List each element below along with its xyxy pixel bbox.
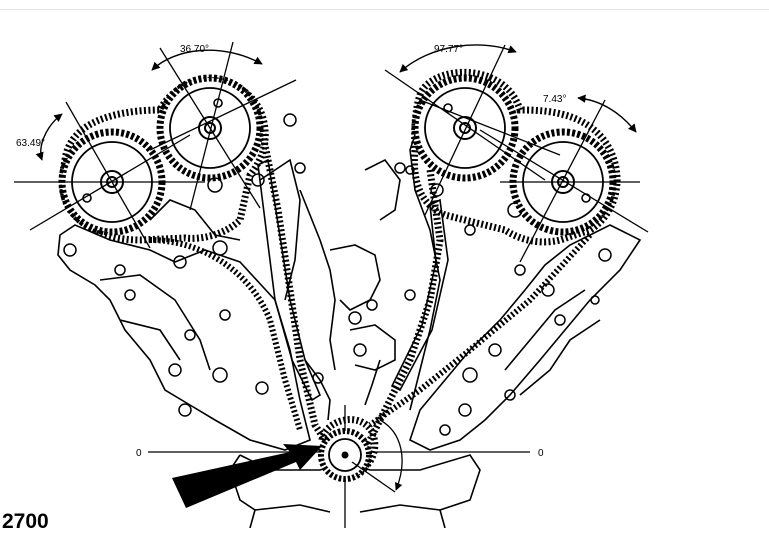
crank-zero-label-left: 0 <box>136 448 142 459</box>
figure-number: 2700 <box>2 510 49 528</box>
engine-block <box>57 119 642 529</box>
angle-label-left-outer: 63.49° <box>16 138 45 149</box>
angle-label-right-outer: 7.43° <box>543 94 566 105</box>
arrow-icon <box>172 444 322 508</box>
chain-guides <box>257 158 449 402</box>
angle-label-left-inner: 36.70° <box>180 44 209 55</box>
crank-zero-label-right: 0 <box>538 448 544 459</box>
crankshaft-sprocket <box>148 405 530 528</box>
angle-arcs <box>35 44 637 161</box>
timing-chain-icon <box>59 68 621 478</box>
angle-label-right-inner: 97.77° <box>434 44 463 55</box>
sprocket-icon <box>58 74 617 236</box>
page-top-rule <box>0 9 769 10</box>
